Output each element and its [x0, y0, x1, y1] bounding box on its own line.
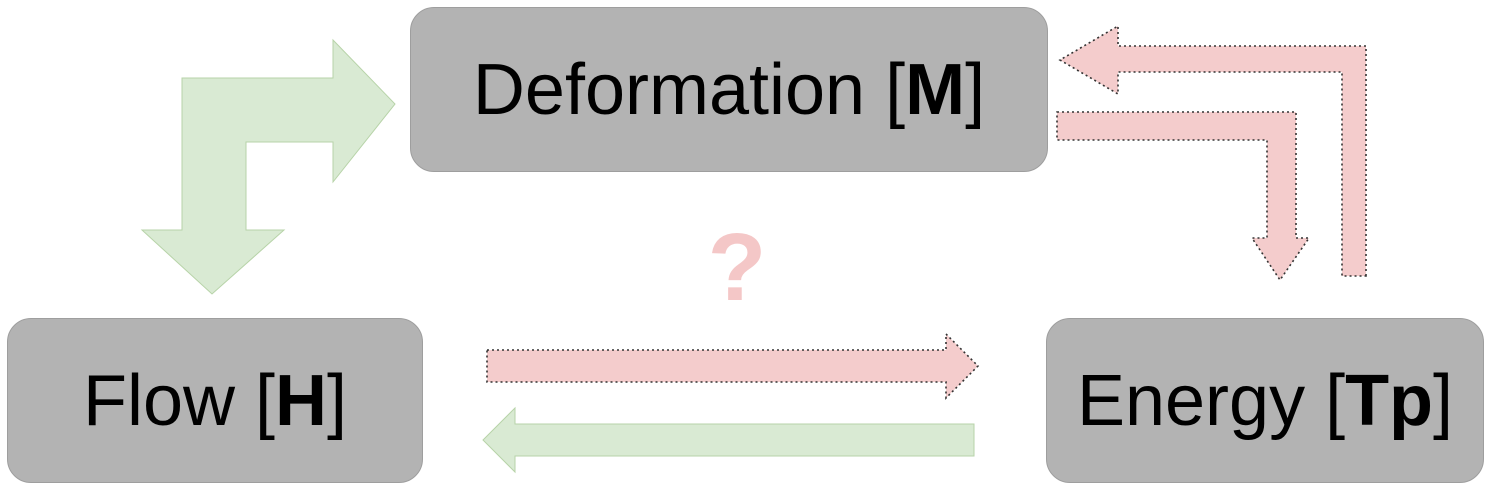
red-dotted-arrow-deformation-to-energy — [1056, 111, 1311, 282]
question-mark: ? — [707, 214, 767, 321]
green-arrow-energy-to-flow — [482, 406, 975, 474]
node-flow-close: ] — [327, 360, 348, 441]
node-flow: Flow [H] — [7, 318, 423, 483]
node-flow-label: Flow [ — [82, 360, 275, 441]
node-energy-label: Energy [ — [1076, 360, 1346, 441]
node-deformation-label: Deformation [ — [472, 49, 906, 130]
node-energy-symbol: Tp — [1345, 360, 1434, 441]
node-deformation-symbol: M — [905, 49, 966, 130]
node-energy: Energy [Tp] — [1046, 318, 1484, 483]
node-deformation: Deformation [M] — [410, 7, 1048, 172]
red-dotted-arrow-flow-to-energy — [486, 332, 980, 400]
node-deformation-close: ] — [965, 49, 986, 130]
red-dotted-arrow-energy-to-deformation — [1058, 24, 1367, 277]
green-bent-arrow-deformation-flow — [140, 38, 396, 295]
node-flow-symbol: H — [275, 360, 327, 441]
node-energy-close: ] — [1433, 360, 1454, 441]
